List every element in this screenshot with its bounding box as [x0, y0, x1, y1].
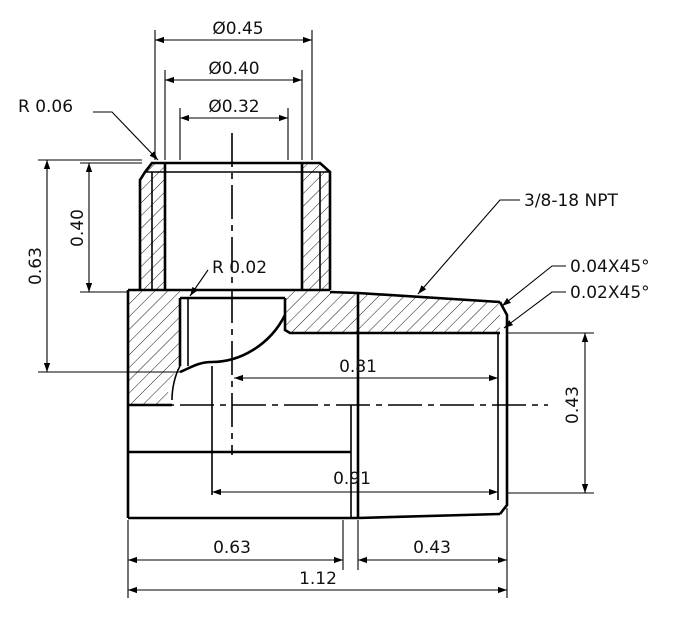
dim-overall-length: 1.12 [128, 569, 507, 594]
dim-spigot-length: 0.43 [357, 508, 508, 598]
label-height-thread: 0.40 [68, 209, 88, 247]
label-thread-spec: 3/8-18 NPT [524, 191, 618, 211]
label-dia-inner: Ø0.32 [208, 97, 259, 117]
dim-bore-length: 0.81 [234, 357, 498, 382]
center-lines [128, 133, 548, 455]
dim-dia-outer: Ø0.45 [154, 19, 313, 160]
dim-radius-top: R 0.06 [18, 97, 159, 161]
dim-bore-height: 0.43 [508, 332, 594, 494]
dim-dia-mid: Ø0.40 [164, 59, 303, 160]
section-hatching [128, 163, 500, 405]
part-outline [126, 161, 509, 520]
label-bore-height: 0.43 [563, 386, 583, 424]
dim-height-total: 0.63 [26, 159, 180, 373]
label-body-length: 0.63 [213, 538, 251, 558]
label-dia-mid: Ø0.40 [208, 59, 259, 79]
dim-through-length: 0.91 [212, 469, 498, 496]
label-chamfer-outer: 0.04X45° [570, 257, 650, 277]
label-overall-length: 1.12 [299, 569, 337, 589]
dim-dia-inner: Ø0.32 [179, 97, 289, 160]
label-through-length: 0.91 [333, 469, 371, 489]
label-radius-top: R 0.06 [18, 97, 73, 117]
dim-chamfer-inner: 0.02X45° [503, 283, 650, 329]
label-bore-length: 0.81 [339, 357, 377, 377]
dim-thread-spec: 3/8-18 NPT [417, 191, 618, 295]
dim-radius-inner: R 0.02 [189, 258, 267, 297]
label-chamfer-inner: 0.02X45° [570, 283, 650, 303]
label-spigot-length: 0.43 [413, 538, 451, 558]
dim-height-thread: 0.40 [68, 162, 142, 293]
label-dia-outer: Ø0.45 [212, 19, 263, 39]
label-height-total: 0.63 [26, 247, 46, 285]
dim-body-length: 0.63 [127, 520, 344, 598]
label-radius-inner: R 0.02 [212, 258, 267, 278]
dim-chamfer-outer: 0.04X45° [501, 257, 650, 307]
